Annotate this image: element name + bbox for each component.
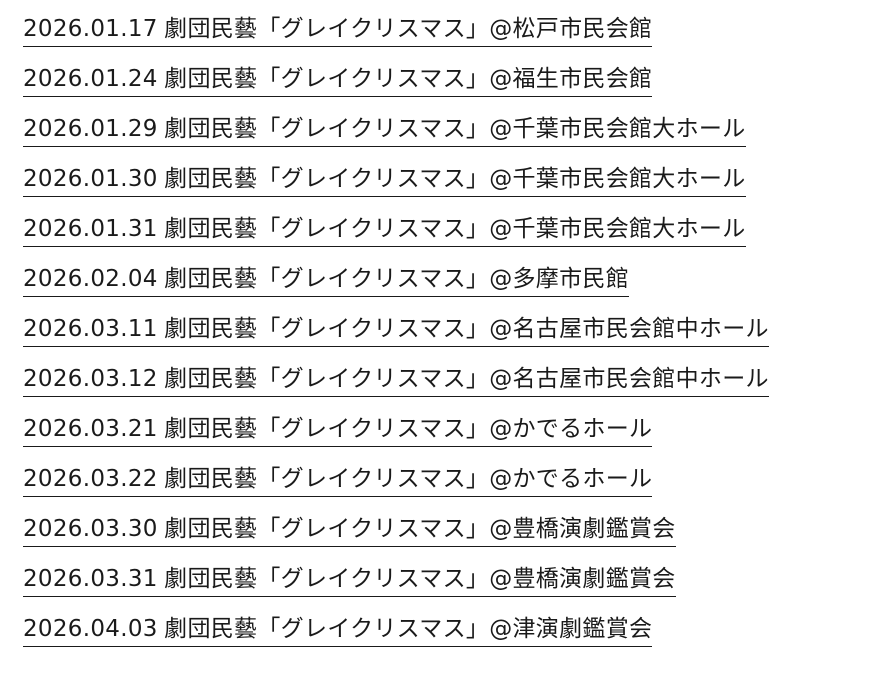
performance-venue: @福生市民会館 (489, 66, 653, 92)
performance-date: 2026.02.04 (23, 266, 158, 292)
performance-title: 劇団民藝「グレイクリスマス」 (164, 16, 490, 42)
performance-title: 劇団民藝「グレイクリスマス」 (164, 566, 490, 592)
performance-venue: @多摩市民館 (489, 266, 630, 292)
performance-title: 劇団民藝「グレイクリスマス」 (164, 466, 490, 492)
performance-venue: @豊橋演劇鑑賞会 (489, 516, 676, 542)
performance-venue: @かでるホール (489, 466, 653, 492)
performance-date: 2026.03.22 (23, 466, 158, 492)
performance-venue: @千葉市民会館大ホール (489, 216, 746, 242)
performance-venue: @千葉市民会館大ホール (489, 116, 746, 142)
performance-date: 2026.03.30 (23, 516, 158, 542)
performance-venue: @名古屋市民会館中ホール (489, 316, 769, 342)
performance-date: 2026.01.17 (23, 16, 158, 42)
performance-date: 2026.03.31 (23, 566, 158, 592)
performance-title: 劇団民藝「グレイクリスマス」 (164, 66, 490, 92)
performance-title: 劇団民藝「グレイクリスマス」 (164, 216, 490, 242)
performance-date: 2026.01.30 (23, 166, 158, 192)
performance-venue: @名古屋市民会館中ホール (489, 366, 769, 392)
performance-venue: @松戸市民会館 (489, 16, 653, 42)
performance-title: 劇団民藝「グレイクリスマス」 (164, 166, 490, 192)
performance-title: 劇団民藝「グレイクリスマス」 (164, 116, 490, 142)
performance-date: 2026.04.03 (23, 616, 158, 642)
performance-title: 劇団民藝「グレイクリスマス」 (164, 366, 490, 392)
performance-date: 2026.03.11 (23, 316, 158, 342)
performance-title: 劇団民藝「グレイクリスマス」 (164, 516, 490, 542)
performance-title: 劇団民藝「グレイクリスマス」 (164, 616, 490, 642)
performance-date: 2026.03.12 (23, 366, 158, 392)
performance-venue: @かでるホール (489, 416, 653, 442)
performance-venue: @津演劇鑑賞会 (489, 616, 653, 642)
performance-title: 劇団民藝「グレイクリスマス」 (164, 266, 490, 292)
performance-title: 劇団民藝「グレイクリスマス」 (164, 416, 490, 442)
performance-date: 2026.01.31 (23, 216, 158, 242)
performance-date: 2026.01.29 (23, 116, 158, 142)
performance-venue: @千葉市民会館大ホール (489, 166, 746, 192)
performance-date: 2026.01.24 (23, 66, 158, 92)
performance-date: 2026.03.21 (23, 416, 158, 442)
performance-title: 劇団民藝「グレイクリスマス」 (164, 316, 490, 342)
performance-venue: @豊橋演劇鑑賞会 (489, 566, 676, 592)
